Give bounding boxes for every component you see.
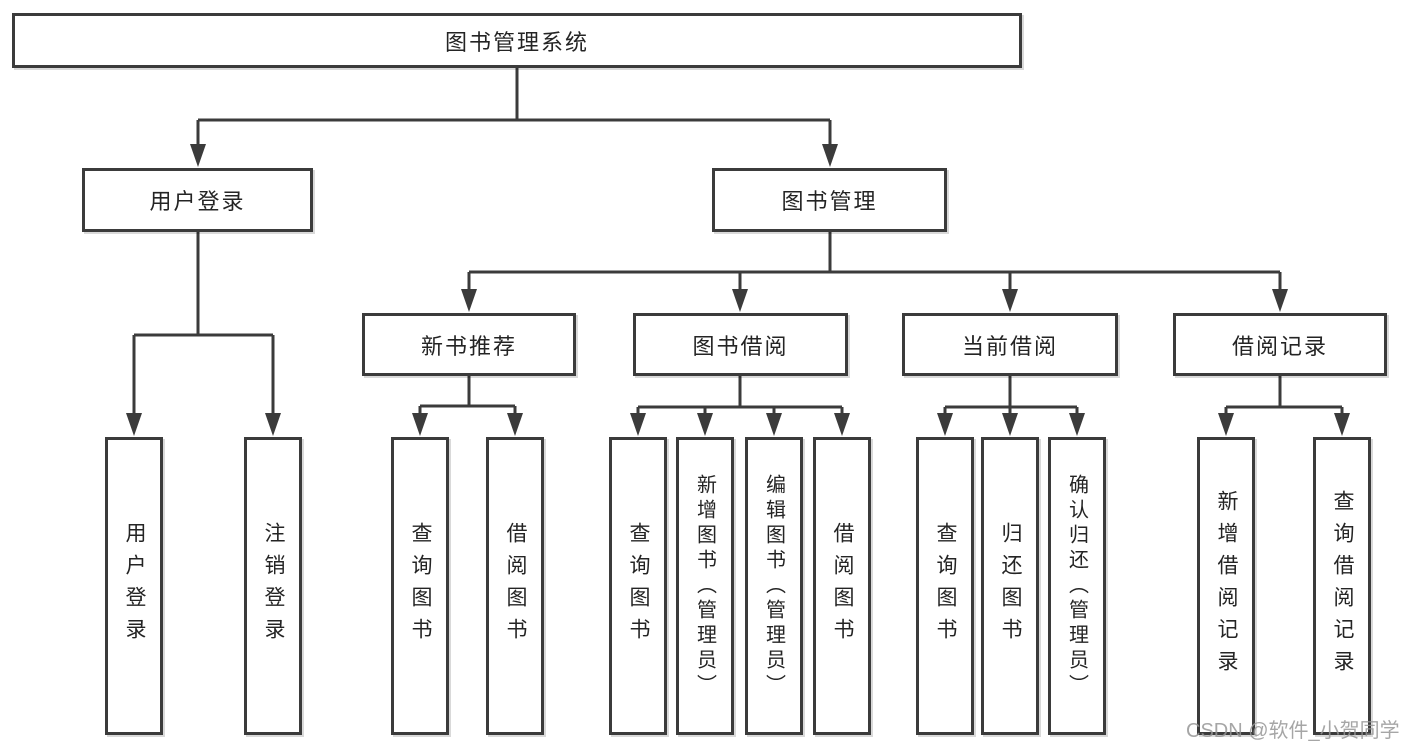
node-current-borrow: 当前借阅	[902, 313, 1118, 376]
leaf-borrow-query-books: 查询图书	[609, 437, 667, 735]
node-root-label: 图书管理系统	[444, 29, 589, 55]
connector-new-book-children	[412, 376, 523, 436]
leaf-record-add-label: 新增借阅记录	[1215, 490, 1238, 682]
leaf-logout-label: 注销登录	[262, 522, 285, 650]
leaf-record-query: 查询借阅记录	[1313, 437, 1371, 735]
leaf-record-add: 新增借阅记录	[1197, 437, 1255, 735]
leaf-newbook-borrow-books-label: 借阅图书	[504, 522, 527, 650]
leaf-borrow-add-books-admin: 新增图书（管理员）	[676, 437, 734, 735]
connector-current-borrow-children	[937, 376, 1085, 436]
node-borrow-record: 借阅记录	[1173, 313, 1387, 376]
node-user-login-label: 用户登录	[149, 189, 246, 214]
leaf-current-confirm-return-admin-label: 确认归还（管理员）	[1065, 473, 1088, 699]
leaf-borrow-edit-books-admin-label: 编辑图书（管理员）	[762, 473, 785, 699]
node-book-management: 图书管理	[712, 168, 947, 232]
node-new-book-recommend: 新书推荐	[362, 313, 576, 376]
leaf-current-return-books: 归还图书	[981, 437, 1039, 735]
leaf-user-login-label: 用户登录	[123, 522, 146, 650]
leaf-current-return-books-label: 归还图书	[999, 522, 1022, 650]
node-user-login: 用户登录	[82, 168, 313, 232]
leaf-logout: 注销登录	[244, 437, 302, 735]
connector-root-to-level2	[190, 68, 838, 167]
node-new-book-recommend-label: 新书推荐	[420, 333, 517, 359]
leaf-borrow-borrow-books-label: 借阅图书	[831, 522, 854, 650]
leaf-record-query-label: 查询借阅记录	[1331, 490, 1354, 682]
leaf-current-confirm-return-admin: 确认归还（管理员）	[1048, 437, 1106, 735]
leaf-borrow-query-books-label: 查询图书	[627, 522, 650, 650]
csdn-watermark: CSDN @软件_小贺同学	[1186, 720, 1400, 742]
node-book-borrow: 图书借阅	[633, 313, 848, 376]
node-root-system: 图书管理系统	[12, 13, 1022, 68]
leaf-current-query-books: 查询图书	[916, 437, 974, 735]
leaf-newbook-query-books-label: 查询图书	[409, 522, 432, 650]
leaf-newbook-borrow-books: 借阅图书	[486, 437, 544, 735]
connector-borrow-record-children	[1218, 376, 1350, 436]
node-borrow-record-label: 借阅记录	[1231, 333, 1328, 359]
leaf-user-login: 用户登录	[105, 437, 163, 735]
connector-book-management-children	[461, 232, 1288, 312]
connector-user-login-children	[126, 232, 281, 436]
node-book-borrow-label: 图书借阅	[692, 333, 789, 359]
node-current-borrow-label: 当前借阅	[961, 333, 1058, 359]
connector-book-borrow-children	[630, 376, 850, 436]
leaf-borrow-edit-books-admin: 编辑图书（管理员）	[745, 437, 803, 735]
leaf-newbook-query-books: 查询图书	[391, 437, 449, 735]
leaf-borrow-add-books-admin-label: 新增图书（管理员）	[693, 473, 716, 699]
leaf-current-query-books-label: 查询图书	[934, 522, 957, 650]
node-book-management-label: 图书管理	[781, 189, 878, 214]
leaf-borrow-borrow-books: 借阅图书	[813, 437, 871, 735]
